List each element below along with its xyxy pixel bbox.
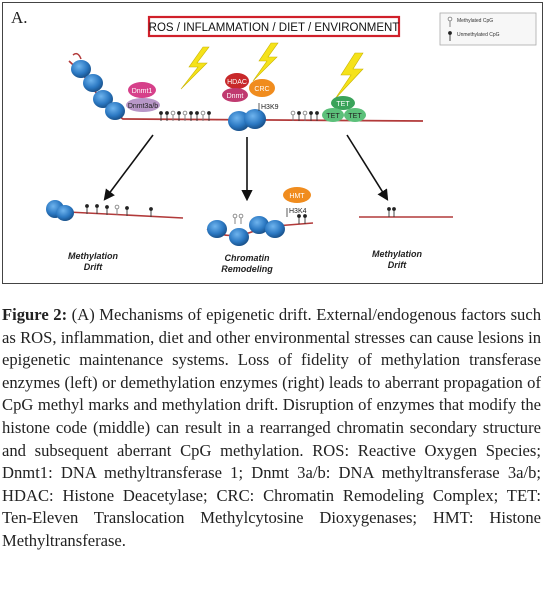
histone-modifier-group: HDAC CRC Dnmt H3K9 [222, 73, 279, 111]
hdac-label: HDAC [227, 79, 247, 86]
nucleosome [93, 90, 113, 108]
nucleosome [244, 109, 266, 129]
middle-outcome-line1: Chromatin [225, 253, 271, 263]
h3k4-label: H3K4 [289, 208, 307, 215]
dnmt-middle-label: Dnmt [227, 93, 244, 100]
nucleosome [105, 102, 125, 120]
legend-methylated-label: Methylated CpG [457, 18, 493, 24]
nucleosome [71, 60, 91, 78]
tet-enzyme-group: TET TET TET [322, 96, 366, 122]
figure-panel: A. ROS / INFLAMMATION / DIET / ENVIRONME… [2, 2, 543, 284]
right-outcome-line1: Methylation [372, 249, 423, 259]
left-outcome-chromatin [46, 200, 184, 221]
tet-left-enzyme [322, 108, 344, 122]
mechanism-diagram: A. ROS / INFLAMMATION / DIET / ENVIRONME… [11, 8, 537, 274]
tet-left-label: TET [326, 113, 340, 120]
dnmt1-enzyme [128, 82, 156, 98]
dnmt1-label: Dnmt1 [132, 88, 153, 95]
left-outcome-line1: Methylation [68, 251, 119, 261]
caption-text: (A) Mechanisms of epigenetic drift. Exte… [2, 305, 541, 550]
hmt-enzyme [283, 187, 311, 203]
hdac-enzyme [225, 73, 249, 89]
dnmt-middle-enzyme [222, 88, 248, 102]
h3k9-label: H3K9 [261, 104, 279, 111]
nucleosome [229, 228, 249, 246]
dnmt3ab-enzyme [126, 98, 160, 112]
lightning-bolt-right-icon [334, 52, 364, 100]
tet-right-enzyme [344, 108, 366, 122]
right-outcome-chromatin [359, 206, 453, 218]
left-outcome-line2: Drift [84, 262, 103, 272]
hmt-label: HMT [289, 193, 305, 200]
middle-outcome-line2: Remodeling [221, 264, 273, 274]
tet-top-enzyme [331, 96, 355, 110]
stress-factors-box [147, 15, 401, 38]
tet-right-label: TET [348, 113, 362, 120]
legend [439, 12, 537, 46]
crc-enzyme [249, 79, 275, 97]
dnmt-enzyme-group: Dnmt1 Dnmt3a/b [126, 82, 160, 112]
nucleosome [207, 220, 227, 238]
legend-unmethylated-label: Unmethylated CpG [457, 32, 500, 38]
right-arrow [346, 134, 389, 201]
left-arrow [103, 134, 154, 201]
nucleosome [228, 111, 250, 131]
caption-label: Figure 2: [2, 305, 68, 324]
lightning-bolt-middle-icon [252, 42, 279, 82]
dnmt3ab-label: Dnmt3a/b [128, 103, 158, 110]
top-chromatin [68, 52, 424, 131]
middle-outcome-chromatin: HMT H3K4 [206, 187, 314, 246]
lightning-bolt-left-icon [180, 46, 210, 90]
panel-label: A. [11, 8, 28, 27]
right-outcome-line2: Drift [388, 260, 407, 270]
stress-factors-label: ROS / INFLAMMATION / DIET / ENVIRONMENT [149, 22, 400, 34]
tet-top-label: TET [336, 101, 350, 108]
crc-label: CRC [254, 86, 269, 93]
nucleosome [83, 74, 103, 92]
figure-caption: Figure 2: (A) Mechanisms of epigenetic d… [2, 304, 541, 553]
nucleosome [265, 220, 285, 238]
nucleosome [249, 216, 269, 234]
nucleosome [56, 205, 74, 221]
